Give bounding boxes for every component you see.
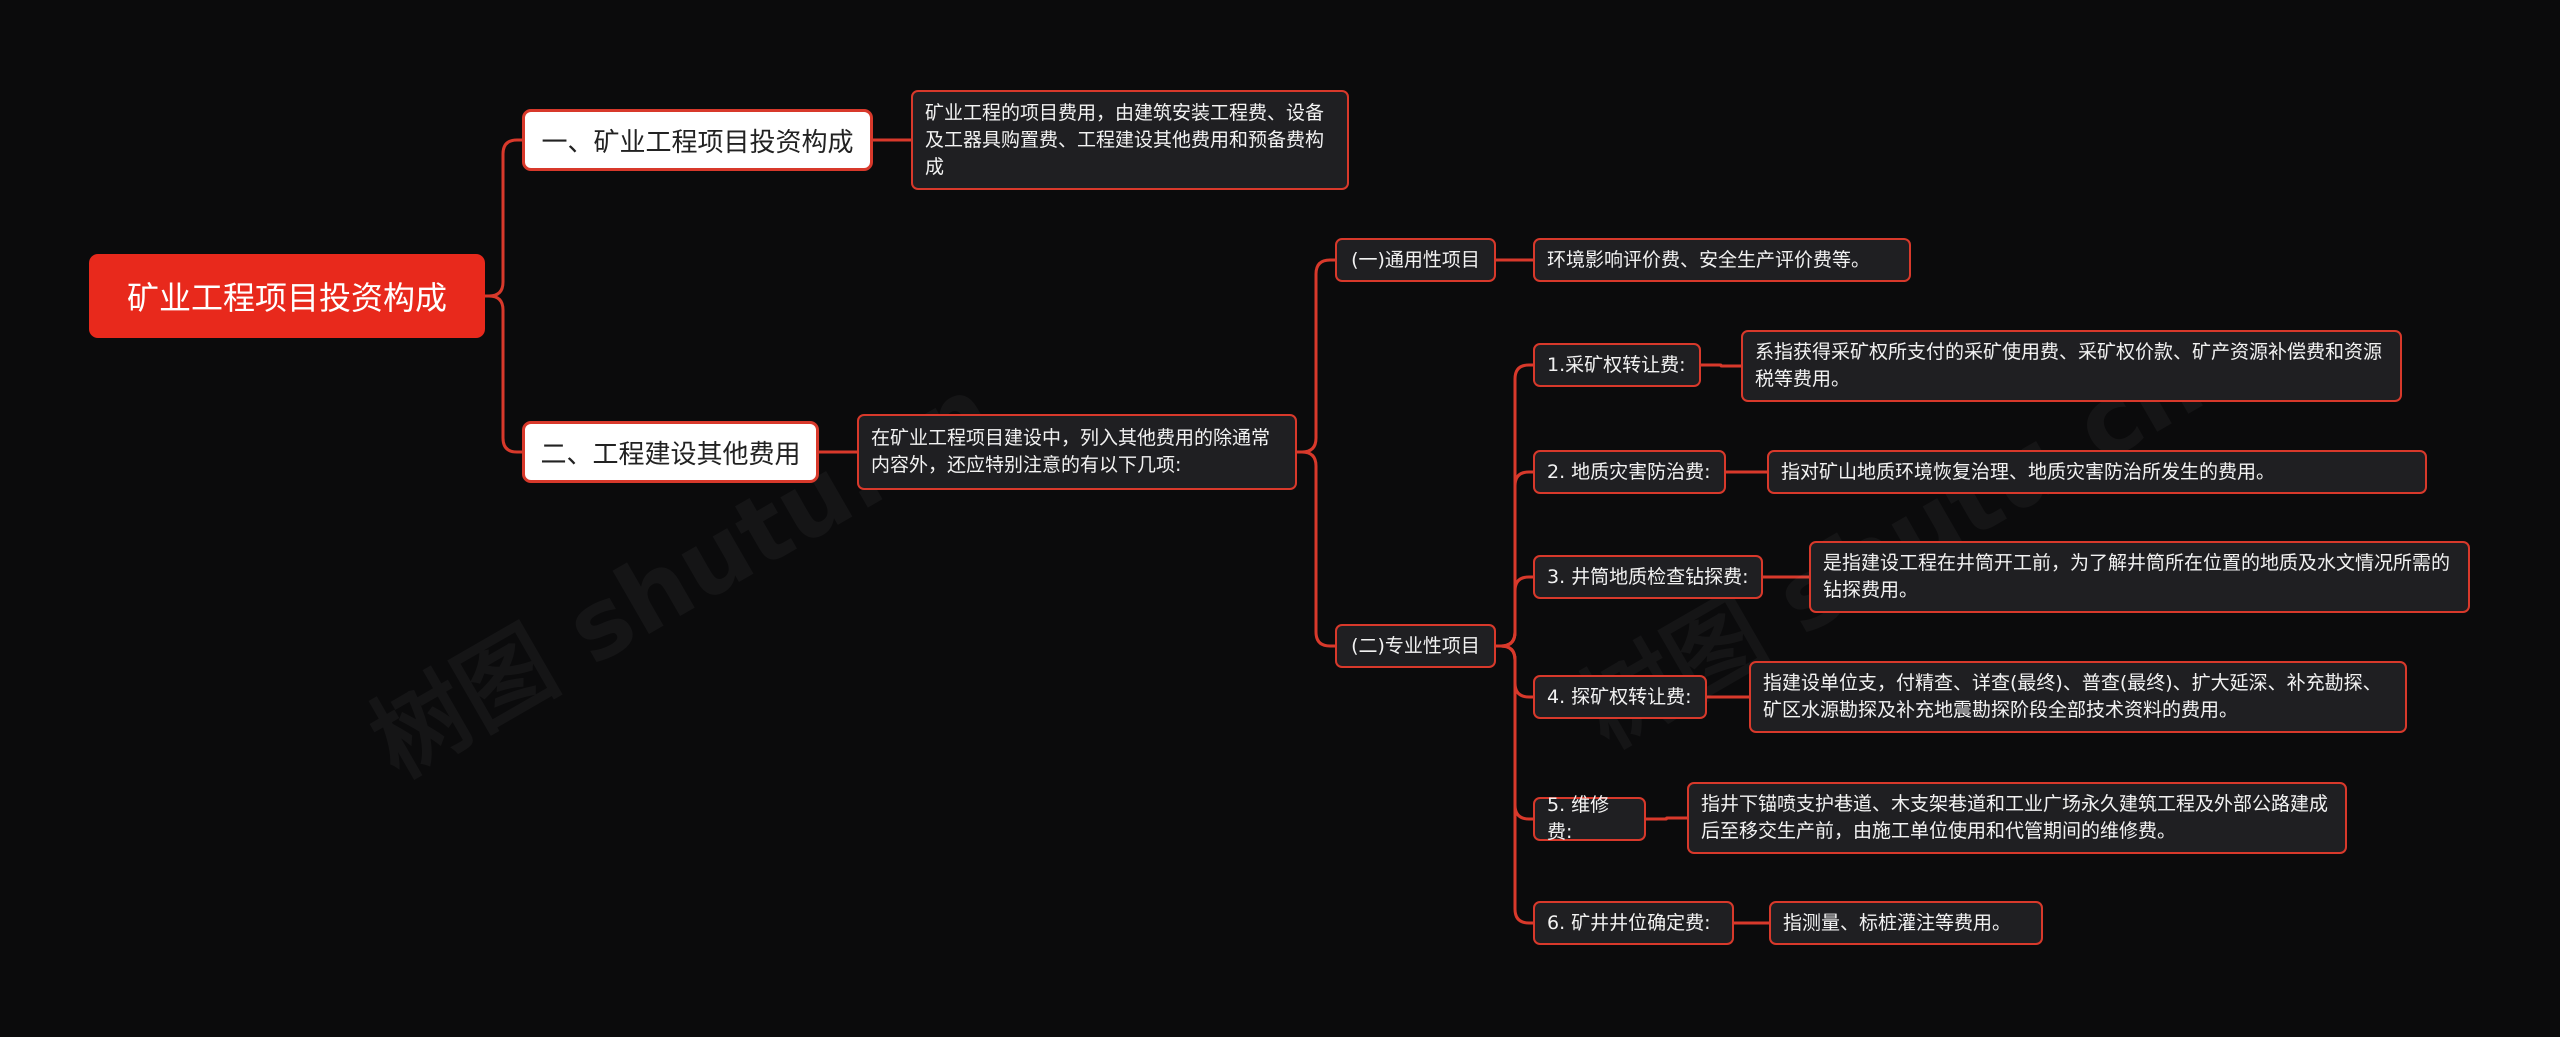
special-item-description[interactable]: 指对矿山地质环境恢复治理、地质灾害防治所发生的费用。	[1767, 450, 2427, 494]
connector-desc-special	[1297, 450, 1335, 648]
special-item-description[interactable]: 是指建设工程在井筒开工前，为了解井筒所在位置的地质及水文情况所需的钻探费用。	[1809, 541, 2470, 613]
connector-special-item	[1496, 644, 1533, 925]
connector-item-desc	[1646, 816, 1687, 821]
connector-root-branch2	[485, 294, 522, 454]
connector-special-item	[1496, 575, 1533, 648]
special-item-label[interactable]: 3. 井筒地质检查钻探费:	[1533, 555, 1763, 599]
connector-root-branch1	[485, 138, 522, 298]
general-items-description[interactable]: 环境影响评价费、安全生产评价费等。	[1533, 238, 1911, 282]
special-items-topic[interactable]: (二)专业性项目	[1335, 624, 1496, 668]
branch-1-topic[interactable]: 一、矿业工程项目投资构成	[522, 109, 873, 171]
branch-2-description[interactable]: 在矿业工程项目建设中，列入其他费用的除通常内容外，还应特别注意的有以下几项:	[857, 414, 1297, 490]
connector-item-desc	[1701, 363, 1741, 368]
special-item-description[interactable]: 指建设单位支，付精查、详查(最终)、普查(最终)、扩大延深、补充勘探、矿区水源勘…	[1749, 661, 2407, 733]
root-topic[interactable]: 矿业工程项目投资构成	[89, 254, 485, 338]
connector-desc-general	[1297, 258, 1335, 454]
special-item-label[interactable]: 2. 地质灾害防治费:	[1533, 450, 1726, 494]
special-item-label[interactable]: 6. 矿井井位确定费:	[1533, 901, 1734, 945]
special-item-label[interactable]: 4. 探矿权转让费:	[1533, 675, 1707, 719]
special-item-description[interactable]: 指测量、标桩灌注等费用。	[1769, 901, 2043, 945]
branch-1-description[interactable]: 矿业工程的项目费用，由建筑安装工程费、设备及工器具购置费、工程建设其他费用和预备…	[911, 90, 1349, 190]
general-items-topic[interactable]: (一)通用性项目	[1335, 238, 1496, 282]
special-item-description[interactable]: 指井下锚喷支护巷道、木支架巷道和工业广场永久建筑工程及外部公路建成后至移交生产前…	[1687, 782, 2347, 854]
branch-2-topic[interactable]: 二、工程建设其他费用	[522, 421, 819, 483]
special-item-description[interactable]: 系指获得采矿权所支付的采矿使用费、采矿权价款、矿产资源补偿费和资源税等费用。	[1741, 330, 2402, 402]
special-item-label[interactable]: 5. 维修费:	[1533, 794, 1646, 843]
special-item-label[interactable]: 1.采矿权转让费:	[1533, 343, 1701, 387]
